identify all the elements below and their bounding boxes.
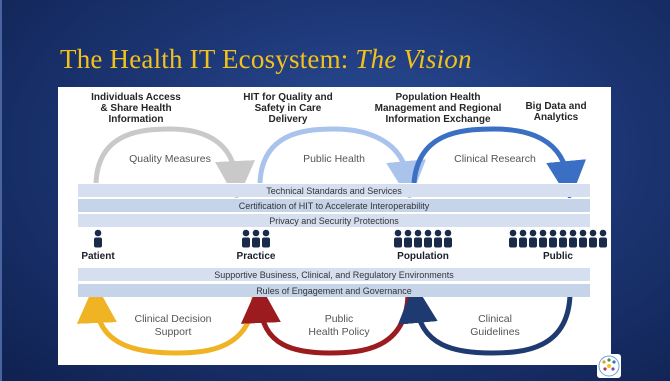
ecosystem-diagram: Individuals Access & Share Health Inform… <box>58 87 611 365</box>
diagram-graphics <box>76 126 607 356</box>
person-icon <box>549 229 557 248</box>
person-icon <box>434 229 442 248</box>
slide-title: The Health IT Ecosystem: The Vision <box>60 44 472 75</box>
bar-certification-hit: Certification of HIT to Accelerate Inter… <box>78 198 590 212</box>
title-main: The Health IT Ecosystem: <box>60 44 356 74</box>
bar-supportive-environments: Supportive Business, Clinical, and Regul… <box>78 267 590 281</box>
person-icon <box>262 229 270 248</box>
logo-icon <box>597 354 621 378</box>
person-icon <box>94 229 102 248</box>
person-icon <box>599 229 607 248</box>
arc-public-health <box>257 126 426 201</box>
header-population-health: Population Health Management and Regiona… <box>374 92 502 125</box>
person-icon <box>242 229 250 248</box>
people-icons <box>94 229 607 248</box>
person-icon <box>252 229 260 248</box>
person-icon <box>559 229 567 248</box>
bar-rules-of-engagement: Rules of Engagement and Governance <box>78 283 590 297</box>
arc-quality-measures <box>93 126 256 201</box>
person-icon <box>569 229 577 248</box>
title-emphasis: The Vision <box>355 44 472 74</box>
person-icon <box>424 229 432 248</box>
label-quality-measures: Quality Measures <box>129 153 211 165</box>
person-icon <box>444 229 452 248</box>
person-icon <box>414 229 422 248</box>
arc-clinical-research <box>411 126 586 201</box>
person-icon <box>519 229 527 248</box>
entity-public: Public <box>542 251 573 262</box>
bar-privacy-security: Privacy and Security Protections <box>78 213 590 227</box>
label-clinical-research: Clinical Research <box>454 153 536 165</box>
person-icon <box>509 229 517 248</box>
label-clinical-decision-support: Clinical Decision Support <box>134 313 212 338</box>
bar-technical-standards: Technical Standards and Services <box>78 183 590 197</box>
person-icon <box>589 229 597 248</box>
arc-clinical-guidelines <box>397 283 573 356</box>
entity-patient: Patient <box>81 251 115 262</box>
header-big-data: Big Data and Analytics <box>525 101 587 123</box>
label-clinical-guidelines: Clinical Guidelines <box>470 313 520 338</box>
person-icon <box>539 229 547 248</box>
person-icon <box>394 229 402 248</box>
person-icon <box>579 229 587 248</box>
label-public-health-policy: Public Health Policy <box>308 313 370 338</box>
arc-clinical-decision-support <box>76 283 257 356</box>
entity-practice: Practice <box>236 251 276 262</box>
header-hit-quality-safety: HIT for Quality and Safety in Care Deliv… <box>243 92 333 125</box>
header-individuals-access: Individuals Access & Share Health Inform… <box>91 92 181 125</box>
person-icon <box>529 229 537 248</box>
entity-population: Population <box>397 251 449 262</box>
arc-public-health-policy <box>240 283 411 356</box>
person-icon <box>404 229 412 248</box>
label-public-health: Public Health <box>303 153 365 165</box>
